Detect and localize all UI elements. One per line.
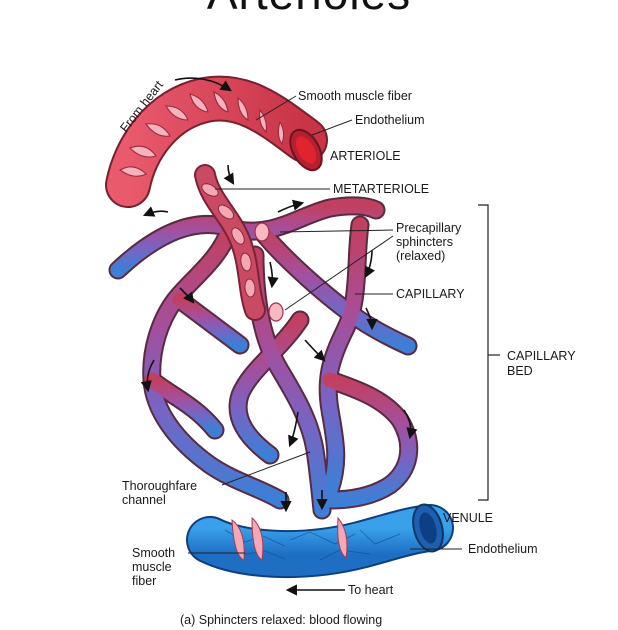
precapillary-label-line3: (relaxed)	[396, 249, 445, 263]
flow-arrow	[140, 359, 155, 393]
flow-arrows	[140, 77, 418, 596]
figure-caption: (a) Sphincters relaxed: blood flowing	[180, 613, 382, 627]
endothelium-label: Endothelium	[355, 113, 425, 127]
flow-arrow	[142, 206, 169, 217]
venule-label: VENULE	[443, 511, 493, 525]
flow-arrow	[403, 409, 418, 440]
thoroughfare-label-line2: channel	[122, 493, 166, 507]
precapillary-sphincters	[254, 222, 284, 322]
capillary-label: CAPILLARY	[396, 287, 465, 301]
to-heart-label: To heart	[348, 583, 394, 597]
smooth-muscle-label-line1: Smooth	[132, 546, 175, 560]
thoroughfare-label-line1: Thoroughfare	[122, 479, 197, 493]
flow-arrow	[174, 77, 232, 92]
flow-arrow	[288, 411, 299, 448]
flow-arrow	[304, 339, 326, 362]
flow-arrow	[365, 307, 378, 331]
smooth-muscle-label-line2: muscle	[132, 560, 172, 574]
page-title: Arterioles	[0, 0, 618, 20]
capillary-bed-label-line2: BED	[507, 364, 533, 378]
capillary-bed-label-line1: CAPILLARY	[507, 349, 576, 363]
arteriole	[105, 75, 328, 208]
precapillary-label-line1: Precapillary	[396, 221, 462, 235]
flow-arrow	[364, 249, 376, 279]
arteriole-label: ARTERIOLE	[330, 149, 401, 163]
leader-lines	[188, 95, 462, 554]
flow-arrow	[223, 164, 235, 185]
capillary-network	[108, 196, 419, 520]
flow-arrow	[179, 287, 195, 304]
flow-arrow	[267, 261, 279, 289]
endothelium-bottom-label: Endothelium	[468, 542, 538, 556]
flow-arrow	[277, 199, 305, 213]
precapillary-label-line2: sphincters	[396, 235, 453, 249]
venule	[186, 503, 454, 579]
metarteriole-label: METARTERIOLE	[333, 182, 429, 196]
capillary-bed-bracket	[478, 204, 500, 501]
smooth-muscle-label-line3: fiber	[132, 574, 156, 588]
smooth-muscle-fiber-label: Smooth muscle fiber	[298, 89, 412, 103]
metarteriole	[194, 164, 266, 321]
